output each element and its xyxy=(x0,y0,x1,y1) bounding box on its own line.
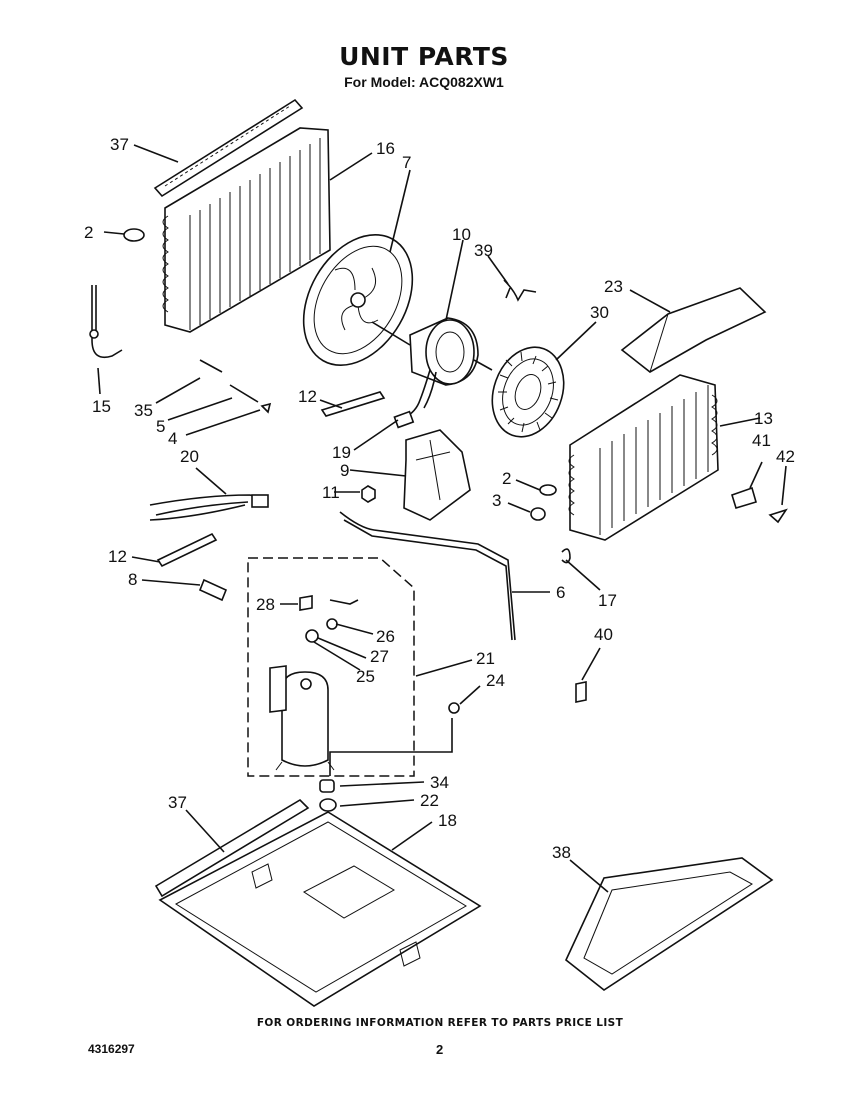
callout-7: 7 xyxy=(402,153,411,172)
callout-4: 4 xyxy=(168,429,177,448)
part-20-connector xyxy=(251,494,269,508)
callout-25: 25 xyxy=(356,667,375,686)
model-subtitle: For Model: ACQ082XW1 xyxy=(344,74,504,90)
callout-17: 17 xyxy=(598,591,617,610)
callout-20: 20 xyxy=(180,447,199,466)
part-24-grommet xyxy=(448,702,460,714)
part-9-motor-mount xyxy=(403,429,471,521)
callout-leader-lines xyxy=(97,144,787,893)
part-42-clip xyxy=(768,508,788,524)
callout-35: 35 xyxy=(134,401,153,420)
part-18-base-pan xyxy=(158,811,482,1007)
callout-30: 30 xyxy=(590,303,609,322)
callout-15: 15 xyxy=(92,397,111,416)
part-15-tube-assembly xyxy=(91,285,123,359)
part-28-terminal-cover xyxy=(299,595,313,611)
callout-16: 16 xyxy=(376,139,395,158)
callout-37-top: 37 xyxy=(110,135,129,154)
part-22-washer xyxy=(319,798,337,812)
page-title: UNIT PARTS xyxy=(339,42,509,71)
part-12-lower-strip xyxy=(156,532,218,568)
part-26-wire xyxy=(329,599,359,605)
callout-labels: 37 16 7 10 39 2 23 30 15 35 5 4 12 13 41… xyxy=(84,135,795,862)
callout-24: 24 xyxy=(486,671,505,690)
part-30-blower-wheel xyxy=(491,346,565,438)
part-41-bracket xyxy=(731,486,757,509)
part-6-drain-tube xyxy=(339,511,516,641)
callout-41: 41 xyxy=(752,431,771,450)
part-39-motor-clip xyxy=(503,279,537,302)
part-13-evaporator-coil xyxy=(568,374,719,541)
part-12-upper-strip xyxy=(320,391,386,417)
callout-37-lower: 37 xyxy=(168,793,187,812)
part-21-compressor-assembly-outline xyxy=(247,557,415,777)
part-40-switch xyxy=(575,681,587,703)
callout-26: 26 xyxy=(376,627,395,646)
callout-2-right: 2 xyxy=(502,469,511,488)
part-27-overload xyxy=(305,629,319,643)
callout-3: 3 xyxy=(492,491,501,510)
part-21-compressor xyxy=(269,665,335,771)
callout-11: 11 xyxy=(322,483,340,502)
callout-34: 34 xyxy=(430,773,449,792)
part-23-cover-panel xyxy=(620,287,767,373)
callout-21: 21 xyxy=(476,649,495,668)
part-3-gasket xyxy=(530,507,546,521)
part-5-sensor xyxy=(229,384,259,403)
part-20-wire-harness xyxy=(149,494,269,521)
part-7-fan-orifice xyxy=(302,234,414,366)
part-4-clip xyxy=(260,402,272,414)
callout-8: 8 xyxy=(128,570,137,589)
part-8-filter-cylinder xyxy=(198,578,228,602)
part-15-fitting xyxy=(89,329,99,339)
part-16-condenser-coil xyxy=(162,127,331,333)
page-number: 2 xyxy=(436,1042,444,1057)
callout-9: 9 xyxy=(340,461,349,480)
callout-13: 13 xyxy=(754,409,773,428)
part-26-grommet xyxy=(326,618,338,630)
callout-12-lower: 12 xyxy=(108,547,127,566)
callout-28: 28 xyxy=(256,595,275,614)
callout-22: 22 xyxy=(420,791,439,810)
ordering-note: FOR ORDERING INFORMATION REFER TO PARTS … xyxy=(256,1017,624,1029)
callout-19: 19 xyxy=(332,443,351,462)
part-37-base-seal-strip xyxy=(154,798,310,898)
part-34-mount xyxy=(319,779,335,793)
callout-5: 5 xyxy=(156,417,165,436)
part-2-gasket-left xyxy=(123,228,145,242)
callout-6: 6 xyxy=(556,583,565,602)
callout-2-left: 2 xyxy=(84,223,93,242)
callout-27: 27 xyxy=(370,647,389,666)
part-11-nut xyxy=(361,485,376,503)
callout-40: 40 xyxy=(594,625,613,644)
callout-10: 10 xyxy=(452,225,471,244)
document-number: 4316297 xyxy=(88,1042,135,1056)
part-37-top-seal-strip xyxy=(153,98,304,198)
callout-12-upper: 12 xyxy=(298,387,317,406)
part-2-gasket-right xyxy=(539,484,557,496)
part-17-spring-clip xyxy=(561,548,571,564)
callout-18: 18 xyxy=(438,811,457,830)
callout-23: 23 xyxy=(604,277,623,296)
part-35-thermostat-bulb xyxy=(199,359,223,373)
part-10-fan-motor xyxy=(371,317,493,429)
callout-38: 38 xyxy=(552,843,571,862)
part-38-base-plate xyxy=(565,857,774,991)
callout-42: 42 xyxy=(776,447,795,466)
callout-39: 39 xyxy=(474,241,493,260)
